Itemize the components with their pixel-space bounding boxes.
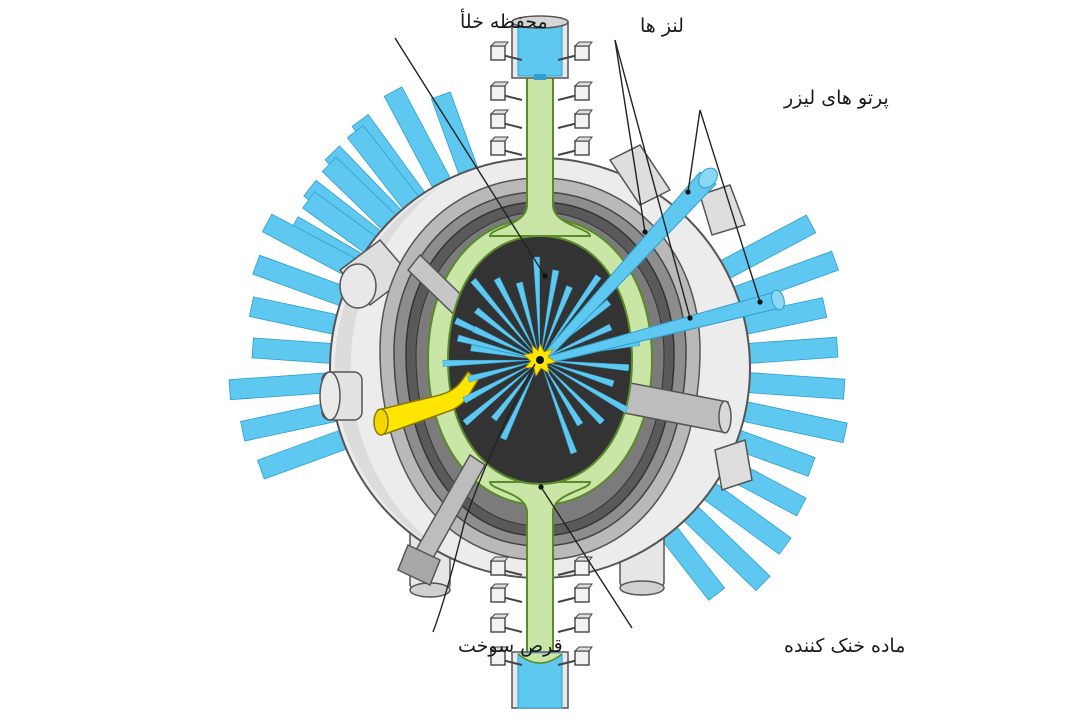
inner-beam: [456, 334, 535, 359]
entering-beam-upper-cap: [698, 167, 718, 189]
inner-beam: [544, 364, 605, 425]
clamp-icon: [573, 81, 593, 101]
inner-beam: [472, 325, 535, 358]
clamp-icon: [573, 109, 593, 129]
clamp-icon: [489, 556, 509, 576]
inner-beam: [470, 344, 535, 360]
port-right-lower: [714, 439, 753, 491]
inner-beam: [545, 361, 615, 388]
leader-lens-2: [614, 39, 691, 319]
leader-laser-1: [687, 109, 701, 193]
clamp-icon: [489, 136, 509, 156]
inner-beam: [499, 365, 538, 441]
inner-beam: [542, 364, 584, 427]
label-lenses: لنز ها: [640, 15, 684, 37]
clamp-icon: [489, 41, 509, 61]
clamp-icon: [573, 646, 593, 666]
inner-beam: [532, 256, 541, 355]
pipe-clamps: [489, 41, 593, 666]
port-left-mid: [319, 371, 363, 421]
clamp-icon: [489, 646, 509, 666]
lower-left-port-tube: [397, 453, 486, 587]
inner-beam: [462, 362, 535, 404]
inner-beam: [542, 285, 573, 355]
entering-beam-lower-cap: [771, 289, 785, 311]
inner-beam: [541, 365, 578, 455]
inner-beam: [543, 274, 602, 356]
fuel-feed: [373, 370, 480, 436]
leader-lens-1: [614, 39, 646, 233]
inner-beam: [545, 362, 629, 414]
inner-beam: [545, 323, 613, 358]
inner-beam: [540, 269, 560, 355]
clamp-icon: [573, 136, 593, 156]
inner-beam: [493, 276, 538, 355]
inner-beam: [442, 359, 535, 367]
leader-coolant: [540, 486, 633, 629]
clamp-icon: [573, 613, 593, 633]
clamp-icon: [489, 81, 509, 101]
leader-vacuum-chamber: [394, 37, 546, 277]
inner-beam: [473, 307, 536, 357]
clamp-icon: [489, 583, 509, 603]
clamp-icon: [573, 583, 593, 603]
inner-beam: [490, 364, 537, 422]
label-vacuum-chamber: محفظه خلأ: [460, 8, 548, 33]
label-coolant: ماده خنک کننده: [784, 635, 905, 657]
label-fuel-pellet: قرص سوخت: [458, 635, 563, 657]
inner-beam: [545, 360, 630, 372]
inner-beam: [462, 363, 536, 426]
clamp-icon: [489, 613, 509, 633]
label-laser-beams: پرتو های لیزر: [783, 87, 889, 109]
bottom-pipe: [488, 481, 592, 709]
inner-beam: [515, 281, 539, 355]
clamp-icon: [573, 556, 593, 576]
clamp-icon: [573, 41, 593, 61]
port-right-mid: [699, 184, 746, 236]
lower-port-right-cap: [619, 580, 665, 596]
leader-lines: [394, 37, 763, 633]
top-pipe: [488, 15, 592, 237]
entering-beams: [539, 167, 785, 365]
leader-laser-2: [699, 109, 761, 303]
fuel-pellet-icon: [523, 342, 558, 378]
inner-beam: [470, 277, 537, 356]
inner-beam: [467, 361, 535, 383]
clamp-icon: [489, 109, 509, 129]
leader-fuel-pellet: [432, 363, 536, 633]
